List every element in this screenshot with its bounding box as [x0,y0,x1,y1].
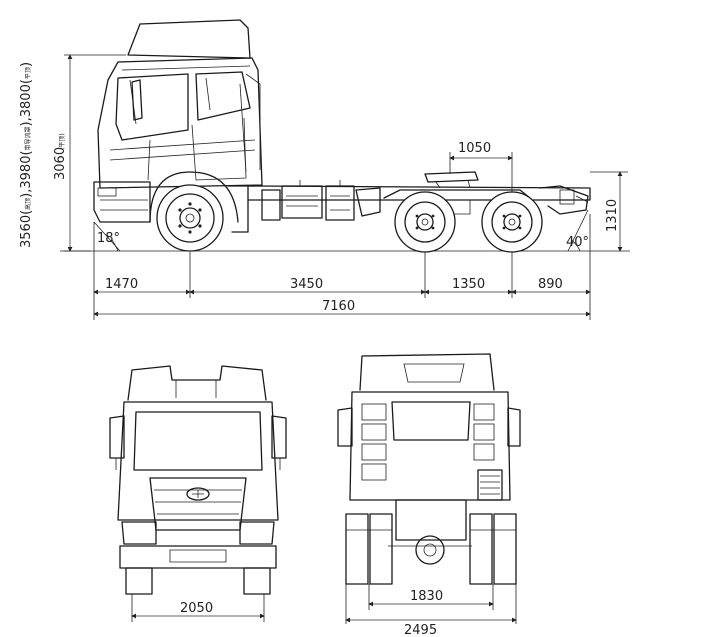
dim-overhang-front: 1470 [105,277,138,292]
front-left-tire [125,567,153,595]
rear-right-tire-outer [493,513,517,585]
dim-overall-length: 7160 [322,299,355,314]
dim-approach-angle: 18° [97,231,120,246]
rear-cab [349,391,511,501]
dim-wheelbase-1: 3450 [290,277,323,292]
rear-axle-housing [395,499,467,541]
right-headlight [239,521,275,545]
right-mirror [271,415,287,459]
rear-wheel-1 [394,191,456,253]
fifth-wheel [424,171,479,183]
front-cab [117,401,279,521]
rear-right-tire-inner [469,513,493,585]
dim-height-variants: 3560(高顶),3980(带导流罩),3800(平顶) [19,62,34,248]
front-right-tire [243,567,271,595]
rear-left-mirror [337,407,353,447]
front-wheel-arch [149,171,239,223]
dim-overall-width: 2495 [404,623,437,637]
front-wheel [156,184,224,252]
front-grille [149,477,247,531]
roof-deflector [127,19,251,59]
front-bumper-front-view [119,545,277,569]
side-view: 1470 3450 1350 890 7160 1050 18° 40° 131… [19,19,630,320]
cab-window-front [115,73,189,141]
dim-height-total-note: (平顶) [59,133,66,150]
rear-right-mirror [507,407,521,447]
front-bumper [93,181,151,223]
faw-logo-icon [186,487,210,501]
air-tank [325,185,355,221]
dim-frame-height: 1310 [605,199,620,232]
left-mirror [109,415,125,459]
rear-panel [391,401,471,441]
fuel-tank [281,185,323,219]
cab-window-side [195,71,251,121]
front-view: 2050 [109,365,287,622]
dim-departure-angle: 40° [566,235,589,250]
rear-suspension [383,189,531,199]
differential [415,535,445,565]
left-headlight [121,521,157,545]
windshield [133,411,263,471]
dim-overhang-rear: 890 [538,277,563,292]
dim-rear-track: 1830 [410,589,443,604]
rear-left-tire-inner [369,513,393,585]
side-mirror [131,79,143,121]
exhaust-box [477,469,503,501]
front-roof-deflector [127,365,267,401]
dim-front-track: 2050 [180,601,213,616]
rear-view: 1830 2495 [337,353,521,637]
rear-mudguard [539,185,589,215]
rear-wheel-2 [481,191,543,253]
dim-height-total: 3060 [53,147,68,180]
dim-fifth-wheel-offset: 1050 [458,141,491,156]
rear-roof [359,353,495,391]
battery-box [261,189,281,221]
rear-left-tire-outer [345,513,369,585]
dim-wheelbase-2: 1350 [452,277,485,292]
